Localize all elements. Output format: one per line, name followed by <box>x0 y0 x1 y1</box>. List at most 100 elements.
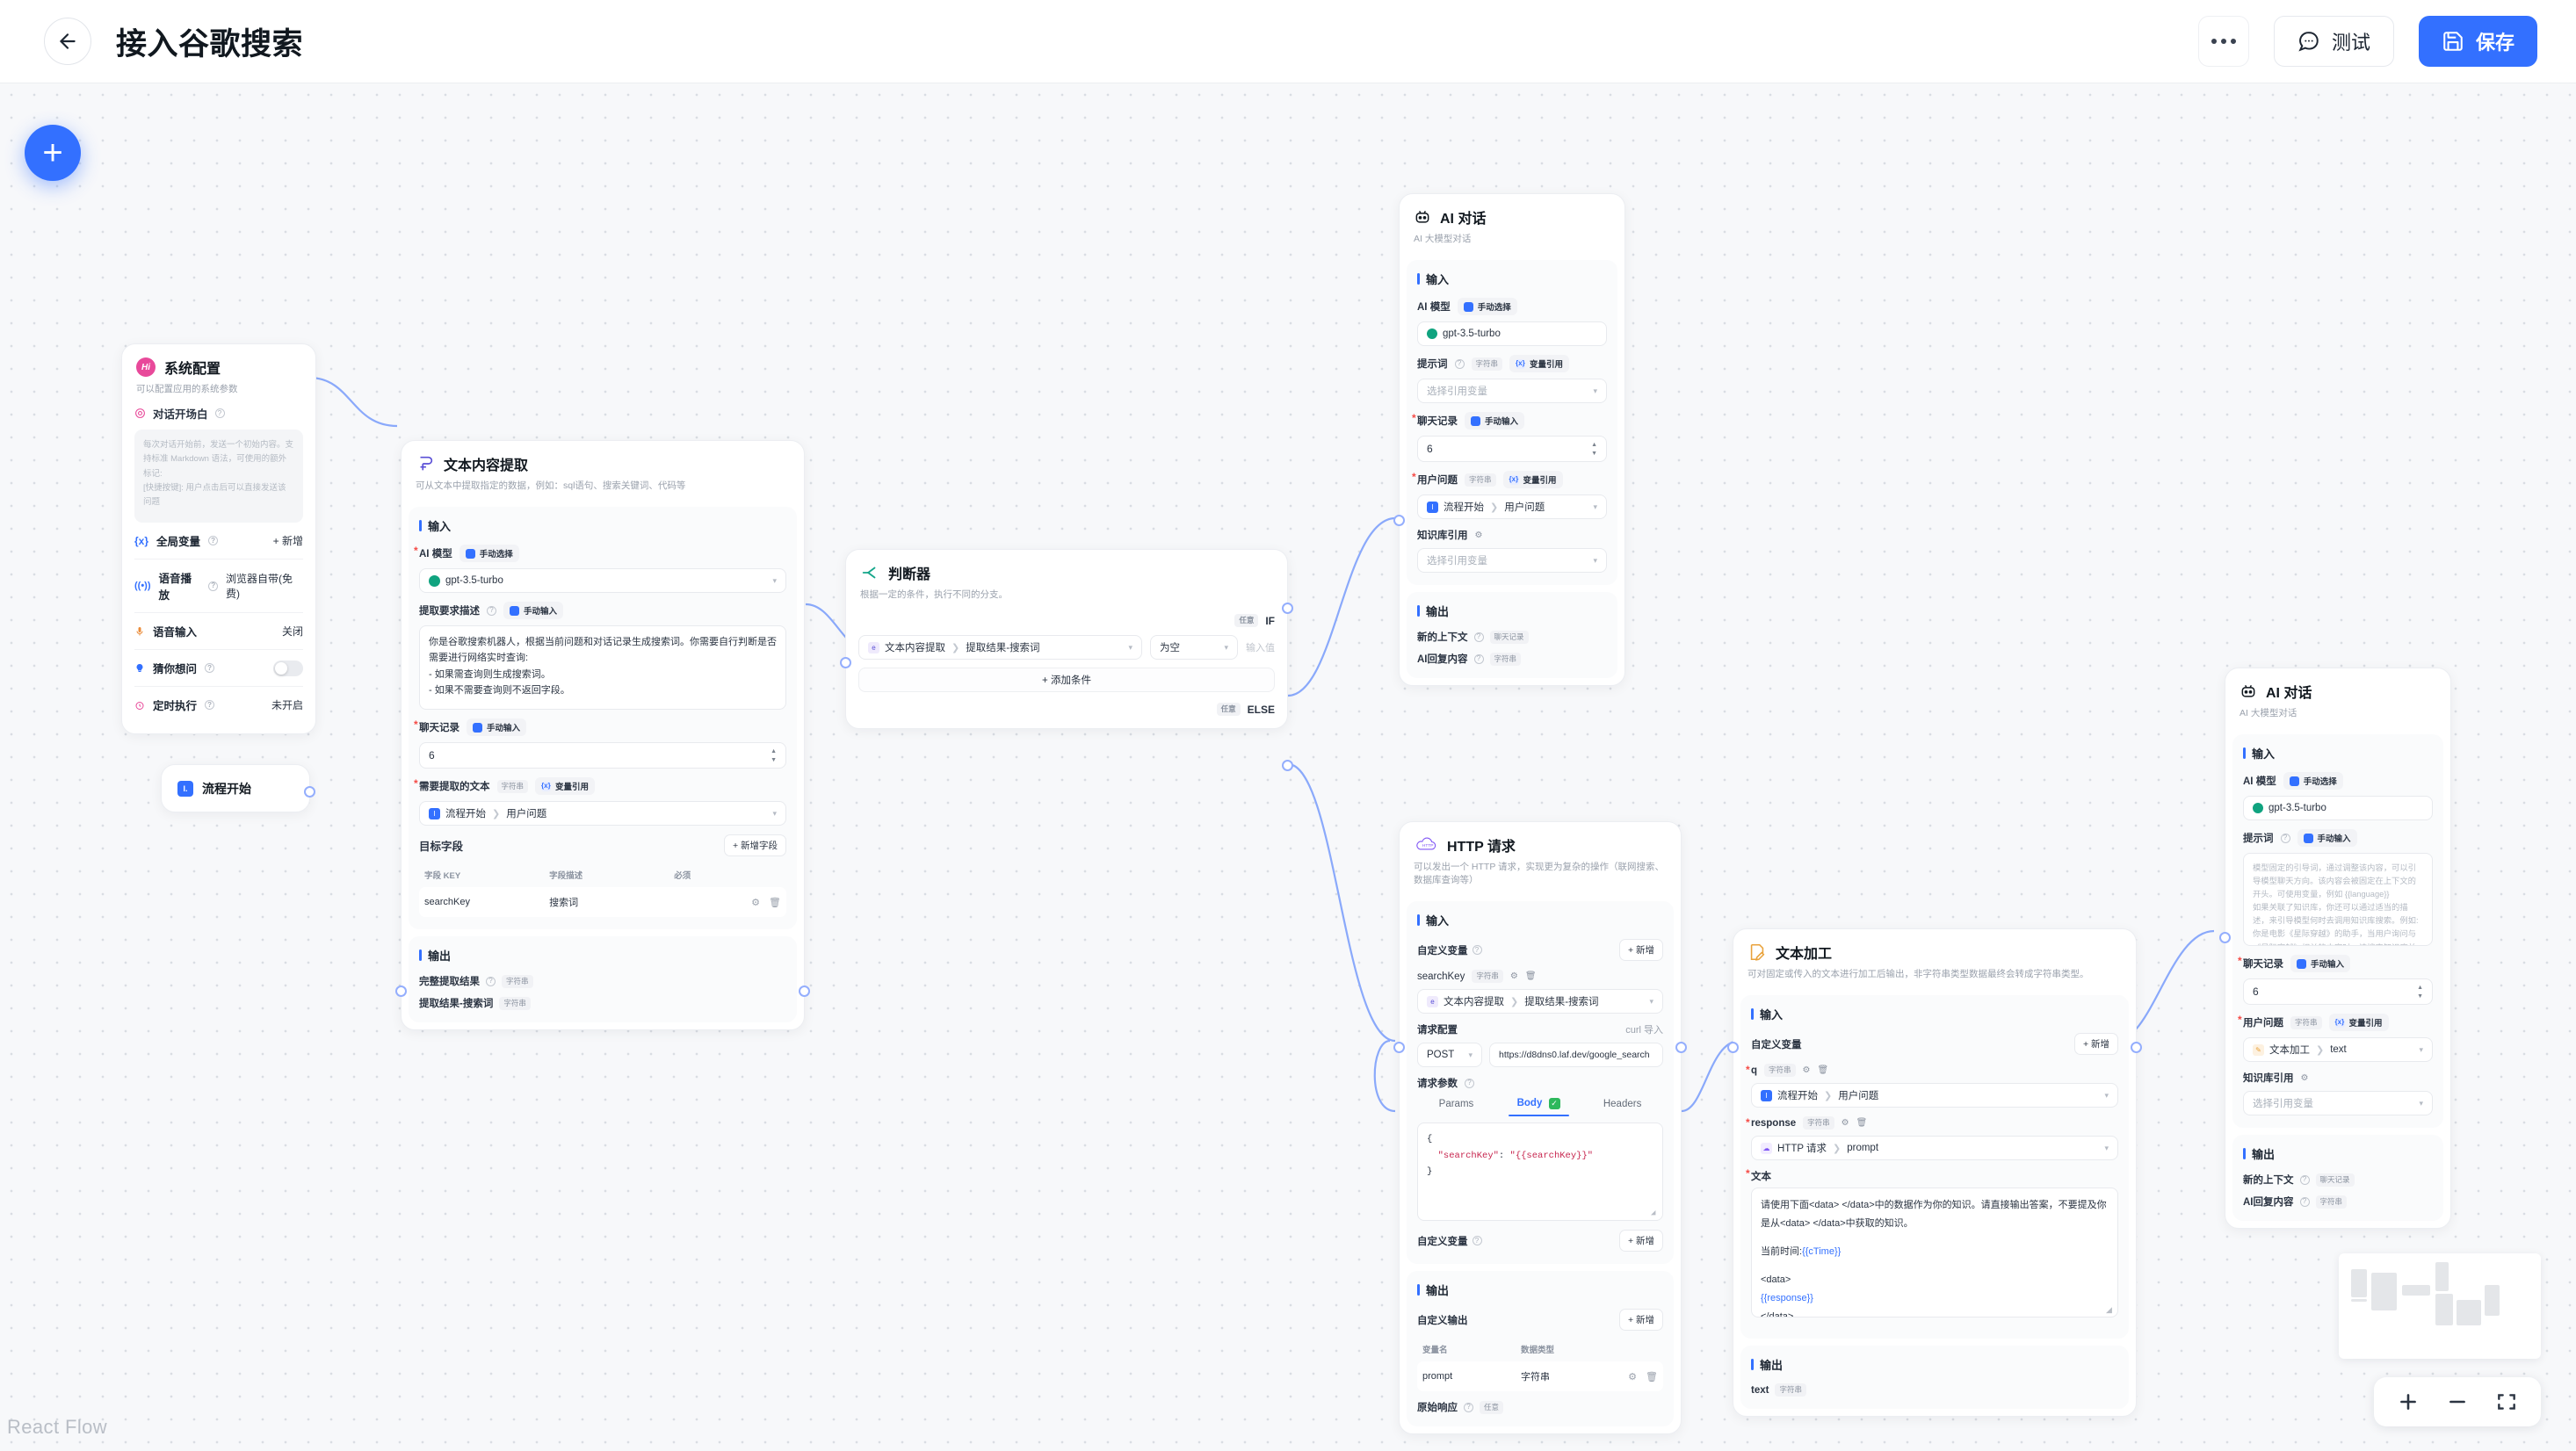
table-row[interactable]: prompt 字符串 ⚙ 🗑 <box>1417 1361 1663 1392</box>
model-select[interactable]: gpt-3.5-turbo <box>2243 796 2433 821</box>
help-icon[interactable]: ? <box>205 663 215 674</box>
prompt-textarea[interactable]: 模型固定的引导词，通过调整该内容，可以引导模型聊天方向。该内容会被固定在上下文的… <box>2243 853 2433 947</box>
add-output-button[interactable]: + 新增 <box>1618 1309 1663 1332</box>
body-editor[interactable]: { "searchKey": "{{searchKey}}" } ◢ <box>1417 1123 1663 1222</box>
handle-target[interactable] <box>1727 1042 1739 1053</box>
model-select[interactable]: gpt-3.5-turbo ▾ <box>419 568 786 594</box>
history-stepper[interactable]: 6 ▲▼ <box>419 742 786 769</box>
sysrow-scheduled[interactable]: 定时执行 ? 未开启 <box>134 687 303 723</box>
history-stepper[interactable]: 6 ▲▼ <box>1417 436 1607 463</box>
var2-select[interactable]: ☁ HTTP 请求 ❯ prompt ▾ <box>1751 1136 2118 1161</box>
node-text-extract[interactable]: 文本内容提取 可从文本中提取指定的数据，例如：sql语句、搜索关键词、代码等 输… <box>395 440 810 1031</box>
handle-source[interactable] <box>304 786 315 798</box>
node-judge[interactable]: 判断器 根据一定的条件，执行不同的分支。 任意 IF e 文本内容提取 ❯ 提取… <box>840 549 1293 771</box>
flow-canvas[interactable]: + React Flow Hi 系统配置 可以配置应用的系统参数 对话开场白 ?… <box>0 83 2576 1451</box>
method-select[interactable]: POST ▾ <box>1417 1043 1482 1068</box>
handle-target[interactable] <box>395 985 407 997</box>
tab-body[interactable]: Body ✓ <box>1508 1094 1569 1117</box>
handle-source-else[interactable] <box>1282 760 1293 771</box>
trash-icon[interactable]: 🗑 <box>1856 1118 1868 1129</box>
node-ai-chat-right[interactable]: AI 对话 AI 大模型对话 输入 AI 模型 手动选择 gpt-3.5-tur… <box>2219 668 2451 1230</box>
handle-source[interactable] <box>799 985 810 997</box>
test-button[interactable]: 测试 <box>2273 16 2394 67</box>
help-icon[interactable]: ? <box>2299 1174 2310 1185</box>
prompt-mode-chip[interactable]: {x} 变量引用 <box>1509 355 1570 373</box>
node-ai-chat-top[interactable]: AI 对话 AI 大模型对话 输入 AI 模型 手动选择 gpt-3.5-tur… <box>1393 193 1625 687</box>
source-mode-chip[interactable]: {x} 变量引用 <box>535 777 596 796</box>
handle-source[interactable] <box>2131 1042 2142 1053</box>
add-variable-button[interactable]: + 新增 <box>1618 939 1663 962</box>
prompt-variable-select[interactable]: 选择引用变量 ▾ <box>1417 379 1607 404</box>
guess-question-toggle[interactable] <box>273 660 303 676</box>
node-system-config[interactable]: Hi 系统配置 可以配置应用的系统参数 对话开场白 ? 每次对话开始前，发送一个… <box>121 343 316 735</box>
add-field-button[interactable]: + 新增字段 <box>723 834 786 857</box>
fit-view-button[interactable] <box>2495 1390 2518 1413</box>
gear-icon[interactable]: ⚙ <box>1474 530 1483 540</box>
opening-textarea[interactable]: 每次对话开始前，发送一个初始内容。支持标准 Markdown 语法，可使用的额外… <box>134 430 303 523</box>
handle-target[interactable] <box>840 657 851 668</box>
model-select[interactable]: gpt-3.5-turbo <box>1417 321 1607 347</box>
help-icon[interactable]: ? <box>1465 1078 1474 1088</box>
model-mode-chip[interactable]: 手动选择 <box>1457 298 1517 316</box>
gear-icon[interactable]: ⚙ <box>1841 1118 1849 1129</box>
model-mode-chip[interactable]: 手动选择 <box>459 545 519 563</box>
var-value-select[interactable]: e 文本内容提取 ❯ 提取结果-搜索词 ▾ <box>1417 989 1663 1014</box>
sysrow-voice-input[interactable]: 语音输入 关闭 <box>134 613 303 651</box>
trash-icon[interactable]: 🗑 <box>769 897 781 908</box>
question-select[interactable]: ✎ 文本加工 ❯ text ▾ <box>2243 1037 2433 1063</box>
gear-icon[interactable]: ⚙ <box>1509 971 1518 982</box>
add-variable-button-2[interactable]: + 新增 <box>1618 1230 1663 1252</box>
prompt-textarea[interactable]: 你是谷歌搜索机器人，根据当前问题和对话记录生成搜索词。你需要自行判断是否需要进行… <box>419 625 786 711</box>
table-row[interactable]: searchKey 搜索词 ⚙ 🗑 <box>419 887 786 918</box>
cell-actions[interactable]: ⚙ 🗑 <box>1599 1361 1663 1392</box>
text-editor[interactable]: 请使用下面<data> </data>中的数据作为你的知识。请直接输出答案，不要… <box>1751 1188 2118 1318</box>
question-select[interactable]: I 流程开始 ❯ 用户问题 ▾ <box>1417 494 1607 520</box>
prompt-mode-chip[interactable]: 手动输入 <box>503 602 564 620</box>
var1-select[interactable]: I 流程开始 ❯ 用户问题 ▾ <box>1751 1083 2118 1108</box>
condition-row[interactable]: e 文本内容提取 ❯ 提取结果-搜索词 ▾ 为空 ▾ 输入值 <box>858 635 1275 661</box>
zoom-in-button[interactable] <box>2397 1390 2420 1413</box>
zoom-out-button[interactable] <box>2446 1390 2469 1413</box>
sysrow-value[interactable]: 关闭 <box>281 625 303 639</box>
help-icon[interactable]: ? <box>1473 653 1484 664</box>
history-mode-chip[interactable]: 手动输入 <box>1465 412 1525 430</box>
handle-source[interactable] <box>1675 1042 1687 1053</box>
help-icon[interactable]: ? <box>1472 1236 1482 1246</box>
gear-icon[interactable]: ⚙ <box>1802 1065 1811 1076</box>
stepper-arrows[interactable]: ▲▼ <box>771 747 777 763</box>
prompt-mode-chip[interactable]: 手动输入 <box>2297 829 2357 848</box>
help-icon[interactable]: ? <box>487 605 496 616</box>
handle-target[interactable] <box>1393 1042 1405 1053</box>
help-icon[interactable]: ? <box>1472 945 1482 956</box>
gear-icon[interactable]: ⚙ <box>2300 1072 2309 1083</box>
help-icon[interactable]: ? <box>1464 1402 1473 1412</box>
tab-headers[interactable]: Headers <box>1603 1098 1642 1109</box>
history-stepper[interactable]: 6 ▲▼ <box>2243 978 2433 1006</box>
help-icon[interactable]: ? <box>214 408 225 419</box>
condition-operator-select[interactable]: 为空 ▾ <box>1150 635 1238 661</box>
minimap[interactable] <box>2339 1253 2541 1359</box>
model-mode-chip[interactable]: 手动选择 <box>2283 772 2343 790</box>
more-button[interactable] <box>2197 16 2249 67</box>
sysrow-value[interactable]: 浏览器自带(免费) <box>225 573 293 601</box>
help-icon[interactable]: ? <box>208 581 218 591</box>
stepper-arrows[interactable]: ▲▼ <box>1591 441 1597 457</box>
help-icon[interactable]: ? <box>1454 358 1465 369</box>
handle-target[interactable] <box>2219 932 2231 943</box>
help-icon[interactable]: ? <box>208 536 219 546</box>
sysrow-global-variable[interactable]: {x} 全局变量 ? + 新增 <box>134 523 303 560</box>
sysrow-voice-play[interactable]: ((•)) 语音播放 ? 浏览器自带(免费) <box>134 559 303 614</box>
condition-value-input[interactable]: 输入值 <box>1246 643 1275 654</box>
url-input[interactable]: https://d8dns0.laf.dev/google_search <box>1489 1043 1663 1068</box>
kb-select[interactable]: 选择引用变量 ▾ <box>1417 548 1607 574</box>
source-select[interactable]: I 流程开始 ❯ 用户问题 ▾ <box>419 801 786 827</box>
sysrow-value[interactable]: + 新增 <box>272 535 303 548</box>
gear-icon[interactable]: ⚙ <box>1628 1371 1637 1382</box>
stepper-arrows[interactable]: ▲▼ <box>2417 984 2423 1000</box>
help-icon[interactable]: ? <box>2280 833 2290 843</box>
add-variable-button[interactable]: + 新增 <box>2073 1033 2118 1056</box>
resize-handle-icon[interactable]: ◢ <box>2106 1305 2112 1315</box>
back-button[interactable] <box>44 18 91 65</box>
condition-variable-select[interactable]: e 文本内容提取 ❯ 提取结果-搜索词 ▾ <box>858 635 1142 661</box>
help-icon[interactable]: ? <box>2299 1196 2310 1207</box>
